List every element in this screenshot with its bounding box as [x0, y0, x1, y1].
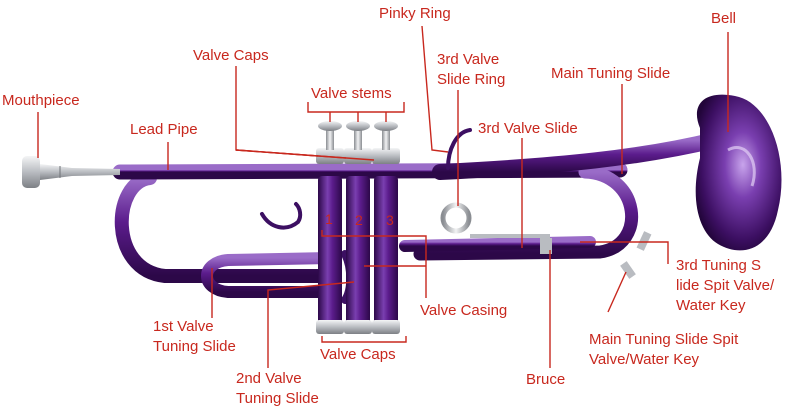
label-valve-casing: Valve Casing [420, 302, 508, 319]
label-bell: Bell [711, 10, 737, 27]
top-valve-caps [316, 148, 400, 164]
finger-hook [260, 202, 303, 230]
label-third-tuning-spit-line1: 3rd Tuning S [676, 257, 762, 274]
label-third-valve-slide-ring-line2: Slide Ring [437, 71, 506, 88]
leader-lines [37, 25, 729, 368]
label-first-valve-tuning-slide-line2: Tuning Slide [153, 338, 236, 355]
label-main-tuning-slide: Main Tuning Slide [551, 65, 671, 82]
bottom-valve-caps [316, 320, 400, 334]
first-valve-tuning-slide-tube [201, 252, 338, 298]
label-lead-pipe: Lead Pipe [130, 121, 198, 138]
label-main-tuning-spit-line2: Valve/Water Key [589, 351, 700, 368]
label-second-valve-tuning-slide-line2: Tuning Slide [236, 390, 319, 407]
leader-valve-caps-bottom [321, 336, 407, 343]
label-valve-caps-top: Valve Caps [193, 47, 269, 64]
valve-stems-group [318, 121, 398, 150]
label-valve-caps-bottom: Valve Caps [320, 346, 396, 363]
valve-casing-2 [346, 176, 370, 326]
lead-pipe-crook [114, 171, 337, 283]
valve-casing-3 [374, 176, 398, 326]
third-valve-slide-tube [399, 236, 596, 252]
label-main-tuning-spit-line1: Main Tuning Slide Spit [589, 331, 739, 348]
leader-valve-stems [307, 102, 405, 113]
label-valve-number-2: 2 [355, 212, 363, 228]
leader-pinky-ring [421, 25, 449, 153]
label-valve-number-3: 3 [386, 212, 394, 228]
label-valve-stems: Valve stems [311, 85, 392, 102]
bell-tube [432, 132, 723, 180]
label-first-valve-tuning-slide-line1: 1st Valve [153, 318, 214, 335]
leader-main-spit [607, 271, 627, 313]
third-tuning-spit-valve [636, 231, 652, 251]
label-third-valve-slide: 3rd Valve Slide [478, 120, 578, 137]
valve-casing-1 [318, 176, 342, 326]
main-tuning-slide [413, 165, 639, 261]
leader-valve-casing [321, 230, 427, 298]
label-valve-number-1: 1 [325, 211, 333, 227]
trumpet-body [22, 94, 782, 334]
third-valve-slide-ring [440, 202, 472, 234]
label-mouthpiece: Mouthpiece [2, 92, 80, 109]
label-third-tuning-spit-line3: Water Key [676, 297, 746, 314]
main-tuning-spit-valve [620, 261, 636, 279]
leader-valve-caps-top [235, 66, 319, 157]
label-bruce: Bruce [526, 371, 566, 388]
leader-second-valve-slide [267, 281, 355, 368]
label-pinky-ring: Pinky Ring [379, 5, 451, 22]
mouthpiece [22, 156, 120, 188]
bruce-brace [540, 238, 552, 254]
label-third-valve-slide-ring-line1: 3rd Valve [437, 51, 500, 68]
label-second-valve-tuning-slide-line1: 2nd Valve [236, 370, 302, 387]
bell [695, 94, 782, 251]
third-slide-stop-rod [470, 234, 550, 238]
label-third-tuning-spit-line2: lide Spit Valve/ [676, 277, 775, 294]
bell-highlight [727, 146, 756, 187]
pinky-ring [446, 128, 472, 170]
leader-third-tuning-spit [580, 241, 669, 264]
